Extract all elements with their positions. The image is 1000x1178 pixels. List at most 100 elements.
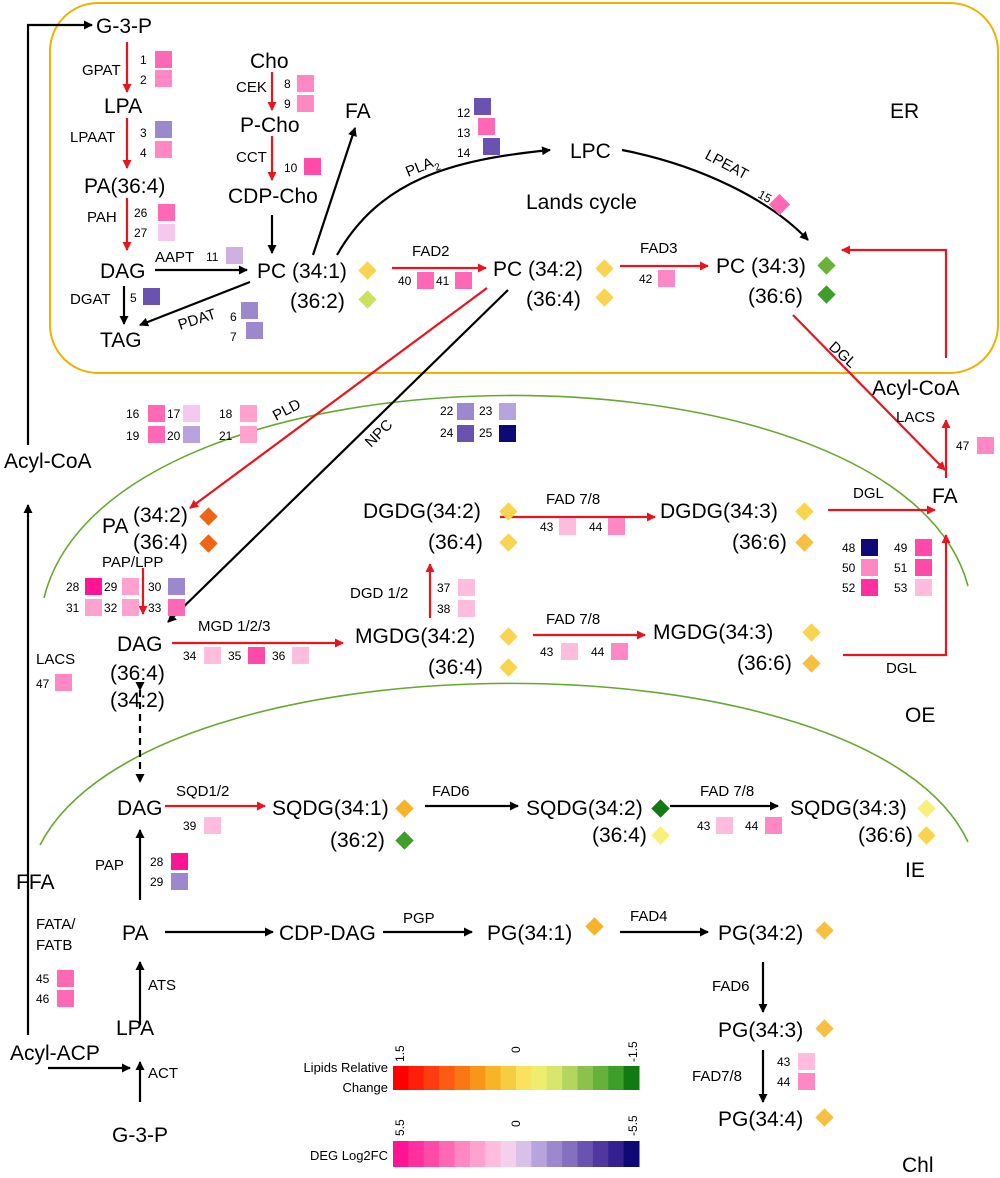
deg-square [417, 272, 434, 289]
legend-lipid-swatch [485, 1066, 502, 1090]
lands-cycle-label: Lands cycle [526, 191, 637, 214]
deg-square [768, 193, 791, 216]
deg-square [561, 643, 578, 660]
legend-lipid-color-scale [393, 1066, 640, 1090]
enzyme-pap-chl: PAP [95, 857, 124, 874]
deg-number: 6 [230, 310, 237, 324]
metabolite-dag-oe: DAG [117, 633, 163, 656]
metabolite-pa-prefix: PA [102, 515, 128, 538]
legend-deg-swatch [623, 1141, 640, 1167]
deg-square [143, 288, 160, 305]
deg-square [977, 437, 994, 454]
deg-number: 42 [639, 272, 653, 286]
legend-lipid-swatch [454, 1066, 471, 1090]
legend-lipid-swatch [500, 1066, 517, 1090]
metabolite-sqdg-34-2: SQDG(34:2) [526, 797, 643, 820]
deg-square [57, 970, 74, 987]
deg-number: 48 [842, 541, 856, 555]
legend-deg-swatch [516, 1141, 532, 1167]
diamond-pa-34-2 [199, 507, 218, 526]
metabolite-pg-34-1: PG(34:1) [487, 922, 572, 945]
deg-square [248, 647, 265, 664]
legend-deg-swatch [546, 1141, 563, 1167]
deg-number: 23 [479, 404, 493, 418]
deg-number: 18 [219, 407, 233, 421]
deg-number: 44 [777, 1075, 791, 1089]
legend-lipids-mid: 0 [509, 1046, 523, 1053]
metabolite-acyl-acp: Acyl-ACP [10, 1042, 100, 1065]
enzyme-pgp: PGP [403, 910, 435, 927]
metabolite-acyl-coa-left: Acyl-CoA [4, 450, 92, 473]
outer-envelope-membrane [43, 394, 969, 599]
deg-square [608, 518, 625, 535]
enzyme-lacs-left: LACS [36, 651, 75, 668]
deg-number: 39 [183, 819, 197, 833]
metabolite-dgdg-36-4: (36:4) [428, 531, 483, 554]
enzyme-dgl-dgdg: DGL [853, 485, 884, 502]
diamond-sqdg-36-4 [651, 826, 670, 845]
metabolite-dgdg-34-3: DGDG(34:3) [660, 500, 778, 523]
metabolite-sqdg-36-6: (36:6) [858, 824, 913, 847]
deg-number: 45 [36, 972, 50, 986]
metabolite-fa-er: FA [345, 100, 371, 123]
deg-number: 37 [437, 581, 451, 595]
enzyme-pld: PLD [270, 396, 304, 425]
deg-square [155, 70, 172, 87]
diamond-dgdg-34-3 [795, 502, 814, 521]
deg-number: 47 [36, 677, 50, 691]
deg-square [292, 647, 309, 664]
enzyme-lpeat: LPEAT [702, 147, 751, 184]
deg-square [455, 272, 472, 289]
diamond-pc-36-6 [817, 285, 836, 304]
legend-lipid-swatch [562, 1066, 579, 1090]
legend-lipids-min: -1.5 [626, 1041, 640, 1062]
deg-number: 10 [284, 161, 298, 175]
diamond-pc-34-3 [817, 256, 836, 275]
enzyme-dgat: DGAT [70, 291, 111, 308]
deg-square [168, 578, 185, 595]
deg-number: 3 [140, 126, 147, 140]
chl-label: Chl [902, 1154, 934, 1177]
deg-square [148, 405, 165, 422]
legend-deg-mid: 0 [509, 1120, 523, 1127]
deg-square [304, 158, 321, 175]
enzyme-mgd: MGD 1/2/3 [198, 618, 271, 635]
legend-deg-title: DEG Log2FC [310, 1148, 388, 1163]
deg-square [171, 873, 188, 890]
metabolite-dag-er: DAG [100, 260, 146, 283]
deg-number: 28 [66, 580, 80, 594]
legend-lipid-swatch [623, 1066, 640, 1090]
deg-number: 38 [437, 602, 451, 616]
diamond-sqdg-36-2 [395, 831, 414, 850]
deg-number: 46 [36, 992, 50, 1006]
metabolite-cdp-cho: CDP-Cho [228, 185, 318, 208]
deg-square [499, 425, 516, 442]
metabolite-pg-34-3: PG(34:3) [718, 1019, 803, 1042]
enzyme-fad6-pg: FAD6 [712, 978, 750, 995]
deg-number: 8 [284, 77, 291, 91]
metabolite-cdp-dag: CDP-DAG [279, 922, 376, 945]
diamond-pc-36-4 [595, 288, 614, 307]
deg-number: 33 [148, 601, 162, 615]
metabolite-dag-oe-34-2: (34:2) [110, 689, 165, 712]
metabolite-pa-chl: PA [122, 922, 148, 945]
diamond-pc-34-2 [595, 259, 614, 278]
deg-number: 44 [591, 645, 605, 659]
metabolite-pc-34-2: PC (34:2) [493, 258, 583, 281]
deg-number: 29 [150, 875, 164, 889]
deg-square [183, 426, 200, 443]
diamond-sqdg-36-6 [917, 826, 936, 845]
deg-number: 24 [440, 426, 454, 440]
legend-deg-swatch [562, 1141, 579, 1167]
diamond-pc-36-2 [358, 290, 377, 309]
deg-square [765, 817, 782, 834]
deg-square [168, 599, 185, 616]
diamond-mgdg-34-2 [499, 627, 518, 646]
deg-squares: 1 2 3 4 26 27 11 5 6 7 8 9 10 12 13 14 1… [36, 51, 994, 1090]
legend-lipid-swatch [592, 1066, 609, 1090]
deg-square [204, 817, 221, 834]
deg-square [499, 403, 516, 420]
enzyme-fad4: FAD4 [630, 908, 668, 925]
enzyme-fad2: FAD2 [412, 243, 450, 260]
enzyme-lpaat: LPAAT [70, 129, 115, 146]
